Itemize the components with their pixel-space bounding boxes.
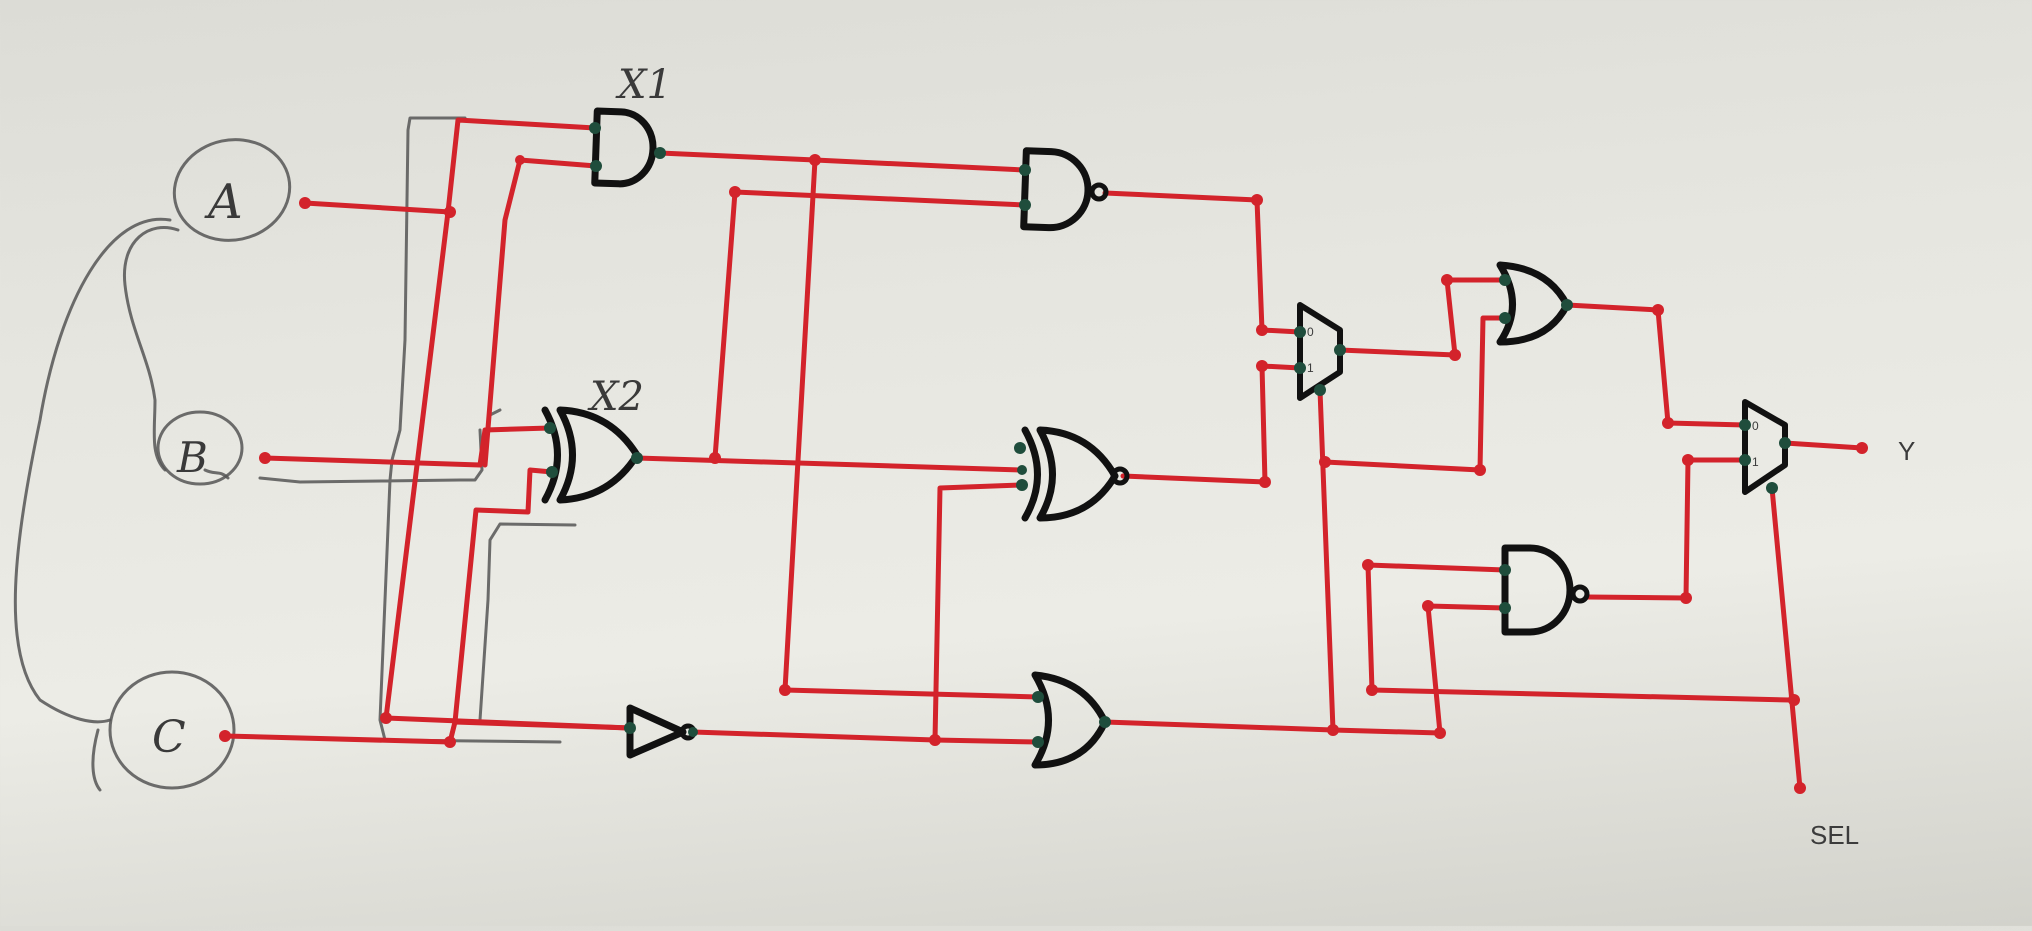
or-gate-1 bbox=[1031, 671, 1111, 769]
wire-nodes bbox=[219, 154, 1868, 794]
node bbox=[219, 730, 231, 742]
node bbox=[929, 734, 941, 746]
input-circle-c bbox=[108, 670, 236, 790]
output-label-y: Y bbox=[1898, 436, 1915, 466]
wire-mux1-sel bbox=[1317, 387, 1336, 733]
node bbox=[1366, 684, 1378, 696]
node bbox=[1327, 724, 1339, 736]
node bbox=[709, 452, 721, 464]
node bbox=[1256, 360, 1268, 372]
gate-label-x2: X2 bbox=[587, 374, 644, 420]
node bbox=[1319, 456, 1331, 468]
wire-nand2-in2 bbox=[1425, 603, 1508, 736]
gate-label-x1: X1 bbox=[615, 62, 672, 108]
node bbox=[1794, 782, 1806, 794]
wire-b bbox=[262, 425, 553, 468]
node bbox=[1449, 349, 1461, 361]
nand-gate-1 bbox=[1019, 147, 1109, 232]
input-label-b: B bbox=[176, 433, 208, 482]
wire-nand1 bbox=[1102, 190, 1303, 335]
mux2-pin-1-label: 1 bbox=[1752, 455, 1759, 469]
wire-or1 bbox=[1102, 719, 1443, 736]
node bbox=[259, 452, 271, 464]
wire-mux1-out bbox=[1337, 277, 1508, 358]
wire-a bbox=[302, 200, 453, 215]
wire-x2-up bbox=[712, 189, 1028, 461]
node bbox=[809, 154, 821, 166]
wire-or2-out bbox=[1564, 302, 1748, 428]
wire-x1-down bbox=[782, 157, 1041, 700]
sketch-bus bbox=[258, 116, 577, 744]
mux1-pin-0-label: 0 bbox=[1307, 325, 1314, 339]
wire-xnor bbox=[1120, 363, 1303, 485]
input-circle-a bbox=[172, 138, 292, 242]
node bbox=[1474, 464, 1486, 476]
node bbox=[1441, 274, 1453, 286]
wire-not bbox=[690, 729, 1041, 745]
node bbox=[1434, 727, 1446, 739]
mux2-pin-0-label: 0 bbox=[1752, 419, 1759, 433]
and-gate-x1 bbox=[589, 107, 666, 188]
node bbox=[1259, 476, 1271, 488]
wire-xor-in2 bbox=[452, 467, 555, 725]
node bbox=[1682, 454, 1694, 466]
mux-1: 0 1 bbox=[1294, 302, 1346, 401]
node bbox=[380, 712, 392, 724]
xor-gate-x2 bbox=[541, 406, 643, 504]
wire-x1 bbox=[657, 150, 1028, 173]
node bbox=[1652, 304, 1664, 316]
node bbox=[779, 684, 791, 696]
input-label-c: C bbox=[152, 712, 186, 763]
node bbox=[1251, 194, 1263, 206]
wire-x2 bbox=[634, 455, 1023, 473]
select-label-sel: SEL bbox=[1810, 820, 1859, 850]
wire-y bbox=[1782, 440, 1865, 451]
node bbox=[1680, 592, 1692, 604]
node bbox=[299, 197, 311, 209]
not-gate bbox=[624, 704, 698, 759]
nand-gate-2 bbox=[1499, 544, 1590, 636]
or-gate-2 bbox=[1496, 261, 1573, 346]
node bbox=[444, 206, 456, 218]
node bbox=[1788, 694, 1800, 706]
wire-nand2-in1 bbox=[1365, 562, 1793, 703]
wire-not-up bbox=[932, 482, 1025, 743]
node bbox=[1362, 559, 1374, 571]
node bbox=[444, 736, 456, 748]
labels: A B C X1 X2 Y SEL bbox=[152, 62, 1915, 850]
mux-2: 0 1 bbox=[1739, 399, 1791, 495]
xnor-gate bbox=[1014, 426, 1130, 522]
node bbox=[1256, 324, 1268, 336]
wire-nand2-out bbox=[1585, 457, 1748, 601]
wire-bus-2 bbox=[482, 157, 599, 468]
bracket-sketch bbox=[13, 217, 230, 792]
node bbox=[1422, 600, 1434, 612]
wire-mux1-sel-branch bbox=[1322, 315, 1508, 473]
node bbox=[1856, 442, 1868, 454]
input-label-a: A bbox=[204, 174, 243, 230]
wire-sel bbox=[1769, 485, 1803, 791]
node bbox=[515, 155, 525, 165]
mux1-pin-1-label: 1 bbox=[1307, 361, 1314, 375]
node bbox=[1662, 417, 1674, 429]
pencil-sketch bbox=[13, 116, 577, 792]
input-circle-b bbox=[156, 410, 244, 486]
node bbox=[729, 186, 741, 198]
